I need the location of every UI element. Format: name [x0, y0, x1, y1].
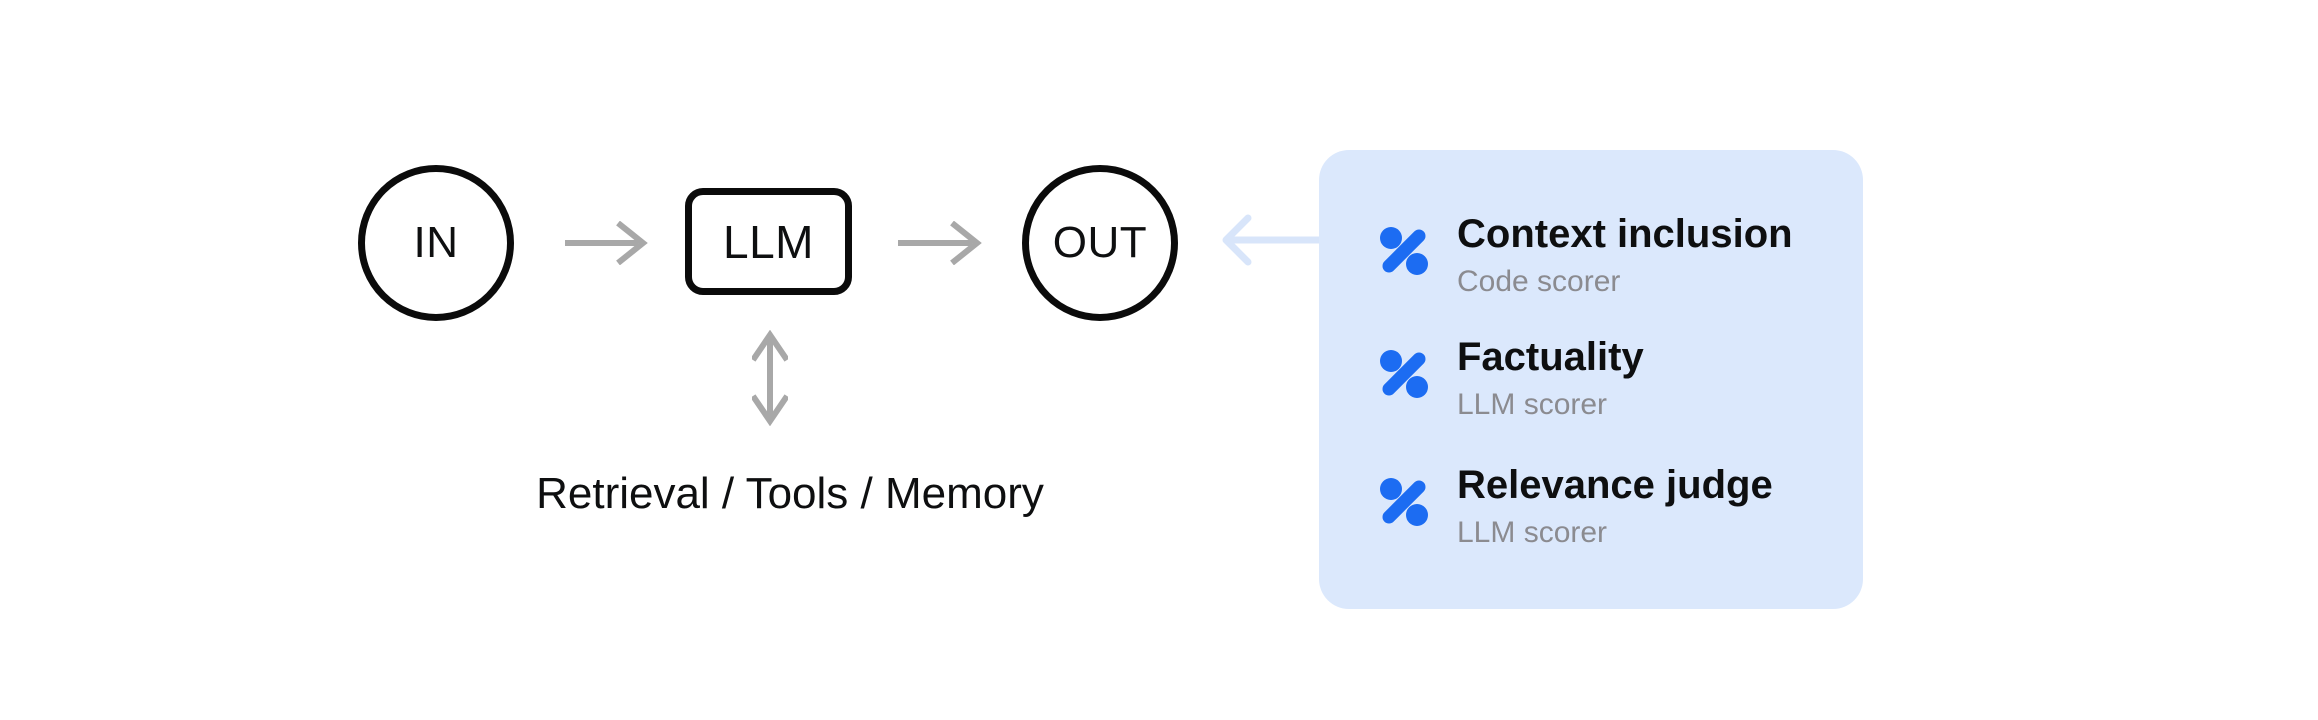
- llm-node: LLM: [685, 188, 852, 295]
- scorer-subtitle: LLM scorer: [1457, 516, 1608, 549]
- arrow-panel-to-out: [1222, 214, 1324, 266]
- llm-node-label: LLM: [723, 215, 814, 268]
- in-node-label: IN: [413, 218, 459, 267]
- scorer-panel: Context inclusion Code scorer Factuality…: [1319, 150, 1863, 609]
- scorer-subtitle: Code scorer: [1457, 265, 1621, 298]
- scorer-subtitle: LLM scorer: [1457, 388, 1608, 421]
- arrow-in-to-llm: [565, 221, 648, 265]
- out-node: OUT: [1022, 165, 1178, 321]
- scorer-item-factuality: Factuality LLM scorer: [1380, 332, 1644, 424]
- percent-scorer-icon: [1380, 350, 1428, 398]
- percent-scorer-icon: [1380, 478, 1428, 526]
- scorer-title: Relevance judge: [1457, 463, 1773, 507]
- scorer-item-relevance-judge: Relevance judge LLM scorer: [1380, 460, 1773, 552]
- out-node-label: OUT: [1052, 218, 1148, 267]
- scorer-title: Context inclusion: [1457, 212, 1793, 256]
- bidirectional-arrow: [752, 330, 788, 426]
- scorer-item-text: Context inclusion Code scorer: [1457, 209, 1793, 301]
- scorer-title: Factuality: [1457, 335, 1644, 379]
- scorer-item-context-inclusion: Context inclusion Code scorer: [1380, 209, 1793, 301]
- in-node: IN: [358, 165, 514, 321]
- arrow-llm-to-out: [898, 221, 982, 265]
- scorer-item-text: Relevance judge LLM scorer: [1457, 460, 1773, 552]
- percent-scorer-icon: [1380, 227, 1428, 275]
- retrieval-tools-memory-label: Retrieval / Tools / Memory: [536, 469, 1044, 518]
- scorer-item-text: Factuality LLM scorer: [1457, 332, 1644, 424]
